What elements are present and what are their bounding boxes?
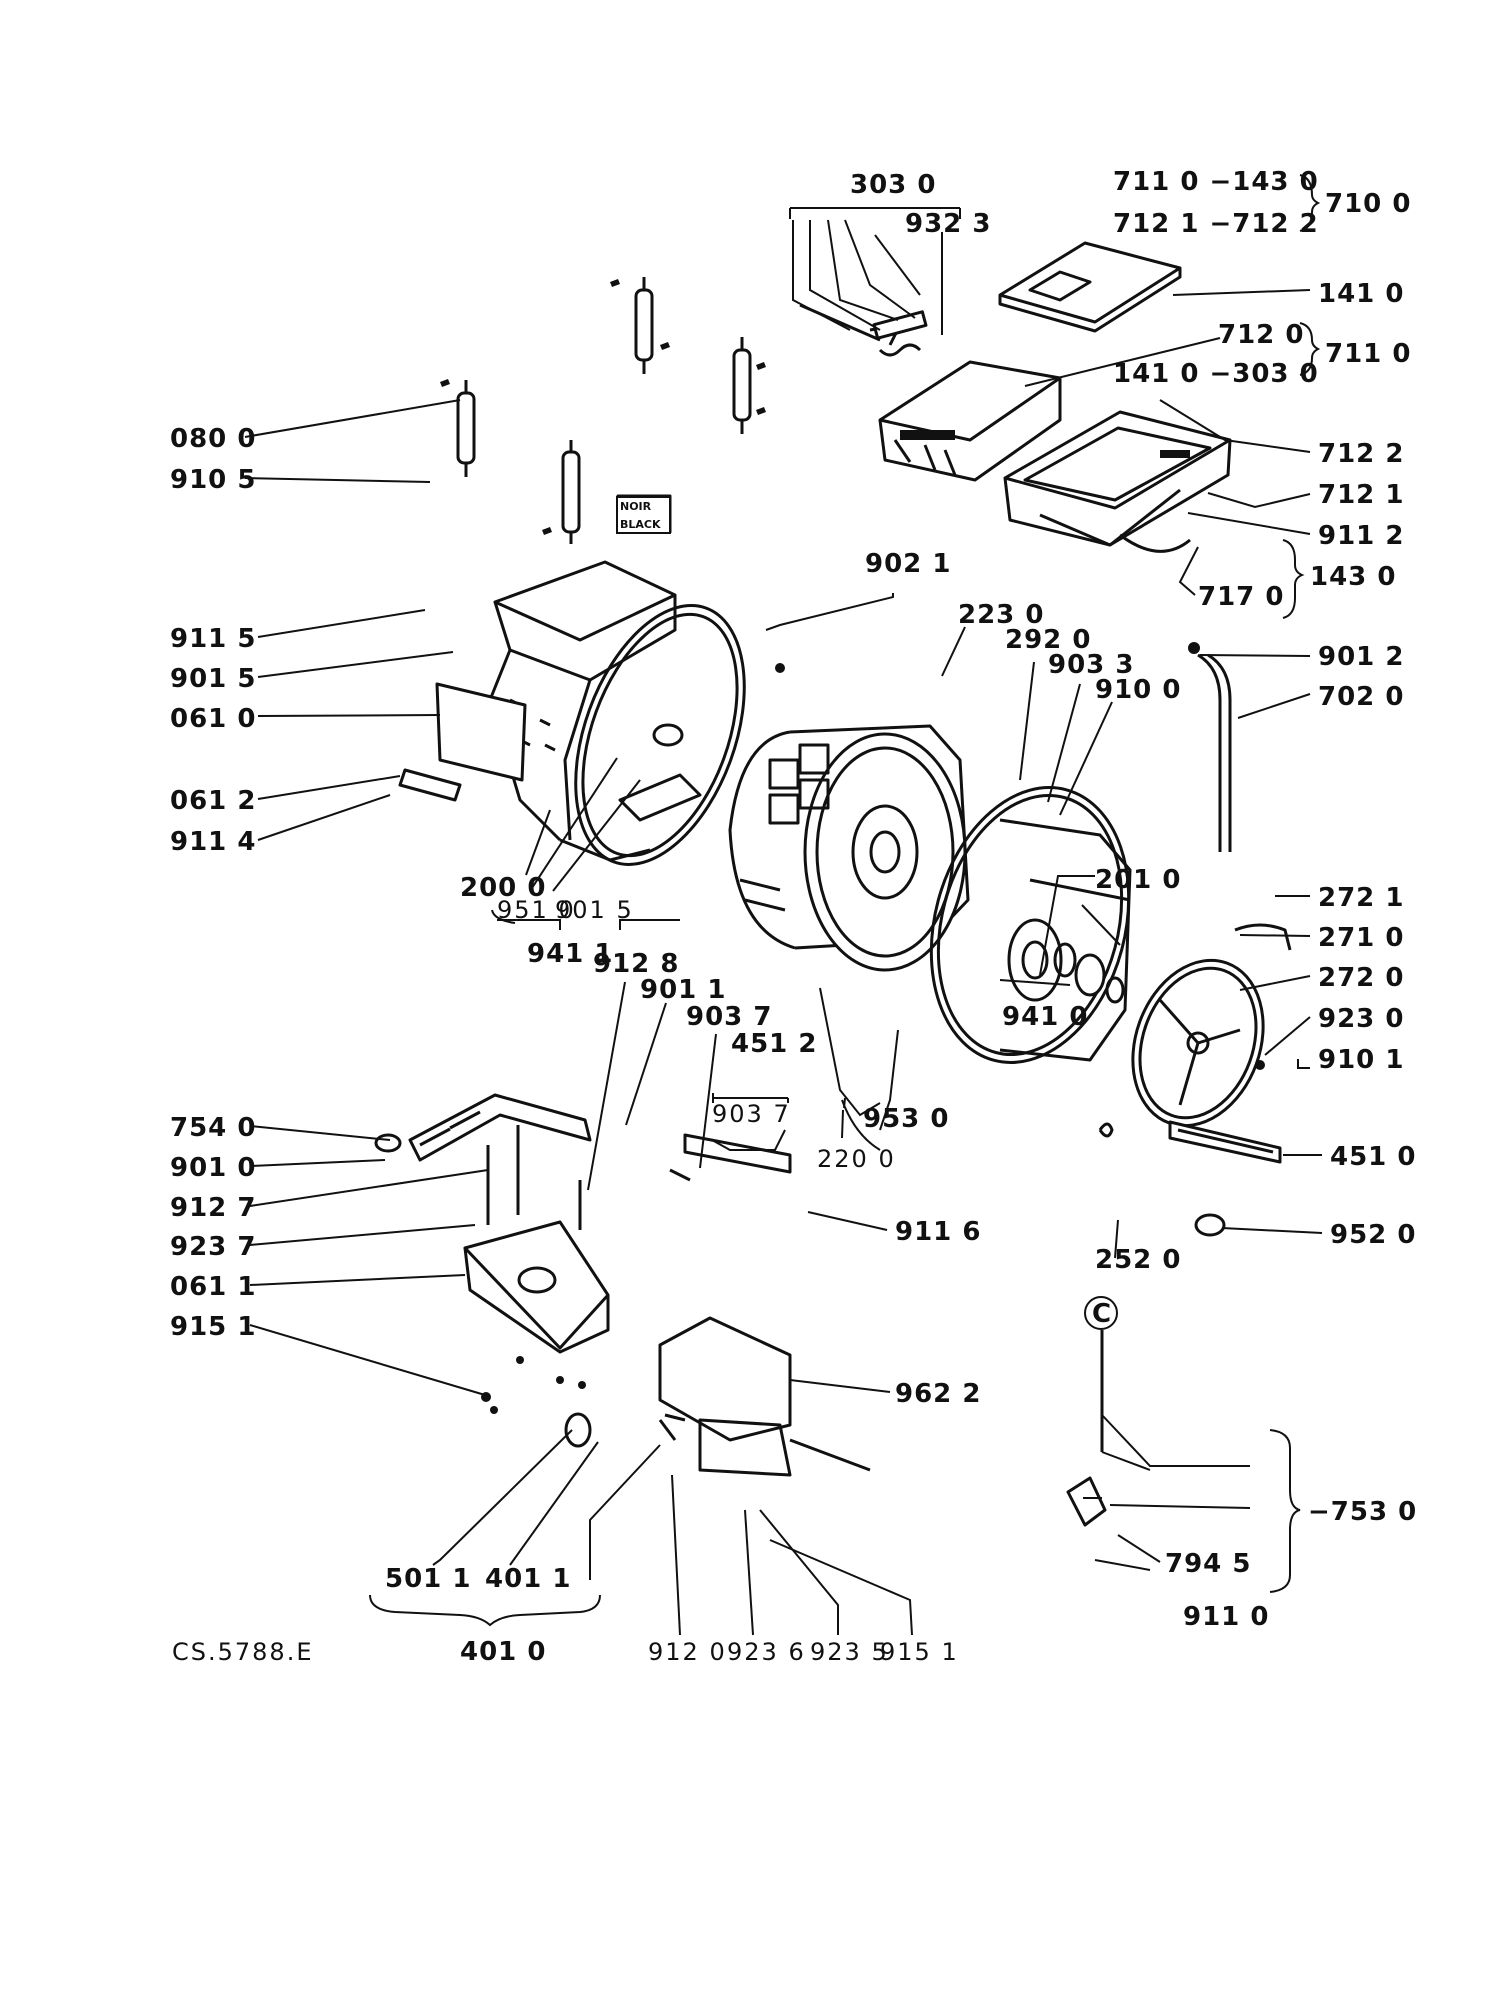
label-9115: 911 5 (170, 624, 256, 654)
label-2710: 271 0 (1318, 923, 1404, 953)
label-9120: 912 0 (648, 1638, 727, 1666)
tub-rear-part (929, 786, 1132, 1064)
label-7110-1430: 711 0 −143 0 (1113, 167, 1319, 197)
label-7121: 712 1 (1318, 480, 1404, 510)
label-9100: 910 0 (1095, 675, 1181, 705)
label-1410-3030: 141 0 −303 0 (1113, 359, 1319, 389)
label-9105: 910 5 (170, 465, 256, 495)
label-5011: 501 1 (385, 1564, 471, 1594)
noir-black-tag (616, 496, 671, 534)
label-9411: 941 1 (527, 939, 613, 969)
label-9116: 911 6 (895, 1217, 981, 1247)
tub-front-part (488, 560, 746, 866)
label-9530: 953 0 (863, 1104, 949, 1134)
label-9128: 912 8 (593, 949, 679, 979)
front-panel-part (398, 682, 527, 802)
label-0610: 061 0 (170, 704, 256, 734)
label-4510: 451 0 (1330, 1142, 1416, 1172)
label-9127: 912 7 (170, 1193, 256, 1223)
label-3030: 303 0 (850, 170, 936, 200)
drum-pulley-part (1131, 923, 1292, 1128)
label-9010: 901 0 (170, 1153, 256, 1183)
label-9037a: 903 7 (686, 1002, 772, 1032)
drain-pipe-part (1197, 653, 1232, 852)
braces (491, 174, 1321, 1151)
label-7122: 712 2 (1318, 439, 1404, 469)
top-lid-part (998, 241, 1182, 333)
label-9011: 901 1 (640, 975, 726, 1005)
tag-noir-text: NOIR (620, 500, 652, 513)
label-9235: 923 5 (810, 1638, 889, 1666)
label-1430: 143 0 (1310, 562, 1396, 592)
drain-hose-part (374, 1093, 592, 1162)
label-9114: 911 4 (170, 827, 256, 857)
label-0800: 080 0 (170, 424, 256, 454)
label-9622: 962 2 (895, 1379, 981, 1409)
label-9110: 911 0 (1183, 1602, 1269, 1632)
leader-lines (244, 207, 1323, 1636)
label-2720: 272 0 (1318, 963, 1404, 993)
label-9237: 923 7 (170, 1232, 256, 1262)
label-4512: 451 2 (731, 1029, 817, 1059)
dispenser-housing-part (1003, 410, 1232, 553)
bracket-part (669, 1133, 792, 1182)
label-9520: 952 0 (1330, 1220, 1416, 1250)
detergent-drawer-part (878, 360, 1062, 482)
label-7530: −753 0 (1308, 1497, 1417, 1527)
label-7100: 710 0 (1325, 189, 1411, 219)
label-7121-7122: 712 1 −712 2 (1113, 209, 1319, 239)
label-7945: 794 5 (1165, 1549, 1251, 1579)
label-7020: 702 0 (1318, 682, 1404, 712)
label-4011: 401 1 (485, 1564, 571, 1594)
label-9101: 910 1 (1318, 1045, 1404, 1075)
label-9323: 932 3 (905, 209, 991, 239)
document-code: CS.5788.E (172, 1638, 314, 1666)
part-labels: 303 0 932 3 711 0 −143 0 712 1 −712 2 71… (170, 167, 1417, 1667)
label-7170: 717 0 (1198, 582, 1284, 612)
fasteners (481, 642, 1265, 1448)
drum-part (728, 724, 970, 972)
label-2920: 292 0 (1005, 625, 1091, 655)
label-2230: 223 0 (958, 600, 1044, 630)
label-0612: 061 2 (170, 786, 256, 816)
label-9037b: 903 7 (712, 1100, 791, 1128)
label-7540: 754 0 (170, 1113, 256, 1143)
label-9015: 901 5 (170, 664, 256, 694)
label-2520: 252 0 (1095, 1245, 1181, 1275)
label-2010: 201 0 (1095, 865, 1181, 895)
label-2721: 272 1 (1318, 883, 1404, 913)
label-9015b: 901 5 (555, 896, 634, 924)
label-1410: 141 0 (1318, 279, 1404, 309)
tag-black-text: BLACK (620, 518, 661, 531)
label-9151a: 915 1 (170, 1312, 256, 1342)
circle-c-text: C (1092, 1299, 1112, 1329)
heater-part (1168, 1120, 1282, 1164)
label-9236: 923 6 (727, 1638, 806, 1666)
label-2200: 220 0 (817, 1145, 896, 1173)
label-0611: 061 1 (170, 1272, 256, 1302)
counterweight-part (463, 1125, 610, 1354)
circle-c-marker (1084, 1296, 1118, 1330)
label-2000: 200 0 (460, 873, 546, 903)
motor-part (658, 1316, 871, 1477)
label-9033: 903 3 (1048, 650, 1134, 680)
label-9021: 902 1 (865, 549, 951, 579)
label-7110: 711 0 (1325, 339, 1411, 369)
pump-part (1066, 1330, 1107, 1527)
label-9112: 911 2 (1318, 521, 1404, 551)
label-9410: 941 0 (1002, 1002, 1088, 1032)
shock-absorbers-part (440, 277, 766, 544)
label-4010: 401 0 (460, 1637, 546, 1667)
label-9510: 951 0 (497, 896, 576, 924)
label-7120: 712 0 (1218, 320, 1304, 350)
label-9012: 901 2 (1318, 642, 1404, 672)
label-9230: 923 0 (1318, 1004, 1404, 1034)
label-9151b: 915 1 (880, 1638, 959, 1666)
